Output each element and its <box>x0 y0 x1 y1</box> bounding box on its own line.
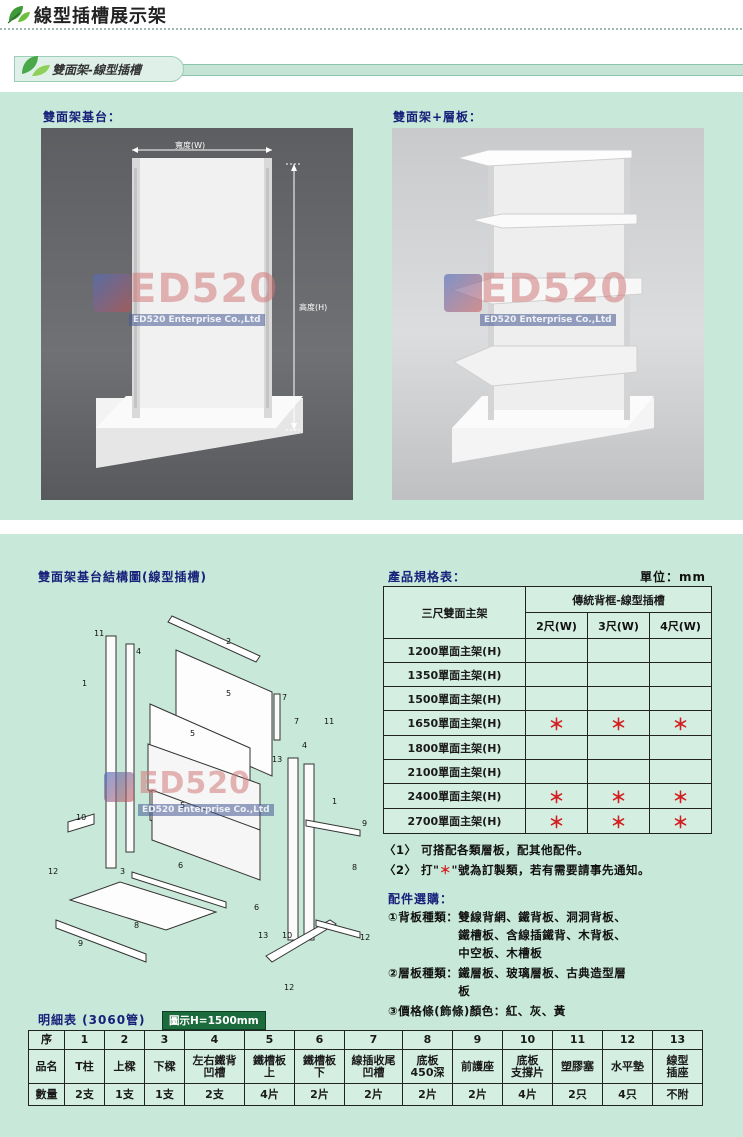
section-tag-bar: 雙面架-線型插槽 <box>0 44 743 84</box>
spec-note-2: 〈2〉 打"＊"號為訂製類，若有需要請事先通知。 <box>384 863 650 877</box>
watermark-text: ED520 <box>480 266 630 312</box>
svg-text:13: 13 <box>258 931 268 940</box>
width-label: 寬度(W) <box>175 141 206 150</box>
accessory-shelf: ②層板種類： 鐵層板、玻璃層板、古典造型層 板 <box>388 966 627 998</box>
spec-col-2: 2尺(W) <box>525 612 588 639</box>
svg-text:13: 13 <box>272 755 282 764</box>
spec-main-header: 三尺雙面主架 <box>383 586 526 639</box>
svg-text:1: 1 <box>332 797 337 806</box>
svg-text:4: 4 <box>136 647 141 656</box>
shelf-rack-photo: ED520 ED520 Enterprise Co.,Ltd <box>392 128 704 500</box>
svg-text:7: 7 <box>294 717 299 726</box>
spec-row: 1500單面主架(H) <box>383 686 712 711</box>
tag-band <box>160 64 743 76</box>
watermark-subtext: ED520 Enterprise Co.,Ltd <box>129 314 265 326</box>
spec-note-1: 〈1〉 可搭配各類層板，配其他配件。 <box>384 843 590 857</box>
structure-title: 雙面架基台結構圖(線型插槽) <box>38 570 207 584</box>
base-rack-photo: 寬度(W) 高度(H) ED520 ED520 Enterprise Co.,L… <box>41 128 353 500</box>
spec-row: 1350單面主架(H) <box>383 662 712 687</box>
section-tag-label: 雙面架-線型插槽 <box>52 63 141 77</box>
detail-table-title: 明細表 (3060管) <box>38 1013 146 1027</box>
svg-text:6: 6 <box>254 903 259 912</box>
detail-table: 序 1 2 3 4 5 6 7 8 9 10 11 12 13 品名 T柱 上樑… <box>28 1030 703 1106</box>
detail-row-quantity: 數量 2支 1支 1支 2支 4片 2片 2片 2片 2片 4片 2只 4只 不… <box>28 1083 703 1106</box>
svg-text:5: 5 <box>226 689 231 698</box>
svg-text:2: 2 <box>226 637 231 646</box>
detail-badge: 圖示H=1500mm <box>162 1011 266 1030</box>
spec-row: 1650單面主架(H)＊＊＊ <box>383 710 712 736</box>
watermark-logo <box>104 772 134 802</box>
svg-text:1: 1 <box>82 679 87 688</box>
svg-text:11: 11 <box>94 629 104 638</box>
star-mark: ＊ <box>439 863 452 877</box>
svg-text:12: 12 <box>360 933 370 942</box>
base-rack-illustration <box>96 147 303 468</box>
svg-text:10: 10 <box>76 813 86 822</box>
spec-table: 三尺雙面主架 傳統背框-線型插槽 2尺(W) 3尺(W) 4尺(W) 1200單… <box>383 586 712 834</box>
spec-row: 2100單面主架(H) <box>383 759 712 784</box>
spec-row: 1200單面主架(H) <box>383 638 712 663</box>
svg-text:8: 8 <box>352 863 357 872</box>
svg-text:10: 10 <box>282 931 292 940</box>
watermark-subtext: ED520 Enterprise Co.,Ltd <box>480 314 616 326</box>
base-photo-label: 雙面架基台： <box>43 110 122 124</box>
watermark-logo <box>93 274 131 312</box>
svg-text:12: 12 <box>284 983 294 992</box>
watermark-subtext: ED520 Enterprise Co.,Ltd <box>138 804 274 816</box>
spec-group-header: 傳統背框-線型插槽 <box>525 586 712 613</box>
page-header: 線型插槽展示架 <box>0 0 743 28</box>
watermark-text: ED520 <box>129 266 279 312</box>
accessories-title: 配件選購： <box>388 892 454 906</box>
svg-text:4: 4 <box>302 741 307 750</box>
svg-text:7: 7 <box>282 693 287 702</box>
svg-text:6: 6 <box>178 861 183 870</box>
leaf-logo-icon <box>7 6 30 24</box>
spec-row: 1800單面主架(H) <box>383 735 712 760</box>
accessory-price-strip: ③價格條(飾條)顏色：紅、灰、黃 <box>388 1004 566 1018</box>
shelf-photo-label: 雙面架+層板： <box>393 110 483 124</box>
height-label: 高度(H) <box>299 303 328 312</box>
watermark-text: ED520 <box>138 766 252 801</box>
unit-label: 單位：mm <box>640 570 707 584</box>
spec-table-title: 產品規格表： <box>388 570 467 584</box>
exploded-structure-diagram: 11 1 4 2 5 5 5 7 7 11 4 13 1 9 10 8 12 3… <box>20 594 380 1004</box>
leaves-icon <box>22 56 50 76</box>
svg-text:11: 11 <box>324 717 334 726</box>
svg-text:3: 3 <box>120 867 125 876</box>
svg-text:5: 5 <box>190 729 195 738</box>
spec-col-4: 4尺(W) <box>649 612 712 639</box>
watermark-logo <box>444 274 482 312</box>
svg-text:8: 8 <box>134 921 139 930</box>
header-divider <box>0 28 743 30</box>
shelf-rack-illustration <box>450 149 654 463</box>
spec-row: 2700單面主架(H)＊＊＊ <box>383 808 712 834</box>
spec-row: 2400單面主架(H)＊＊＊ <box>383 783 712 809</box>
accessory-backboard: ①背板種類： 雙線背網、鐵背板、洞洞背板、 鐵槽板、含線插鐵背、木背板、 中空板… <box>388 910 627 960</box>
detail-row-number: 序 1 2 3 4 5 6 7 8 9 10 11 12 13 <box>28 1030 703 1050</box>
page-title: 線型插槽展示架 <box>34 6 167 27</box>
svg-text:12: 12 <box>48 867 58 876</box>
svg-text:9: 9 <box>362 819 367 828</box>
svg-text:9: 9 <box>78 939 83 948</box>
spec-col-3: 3尺(W) <box>587 612 650 639</box>
